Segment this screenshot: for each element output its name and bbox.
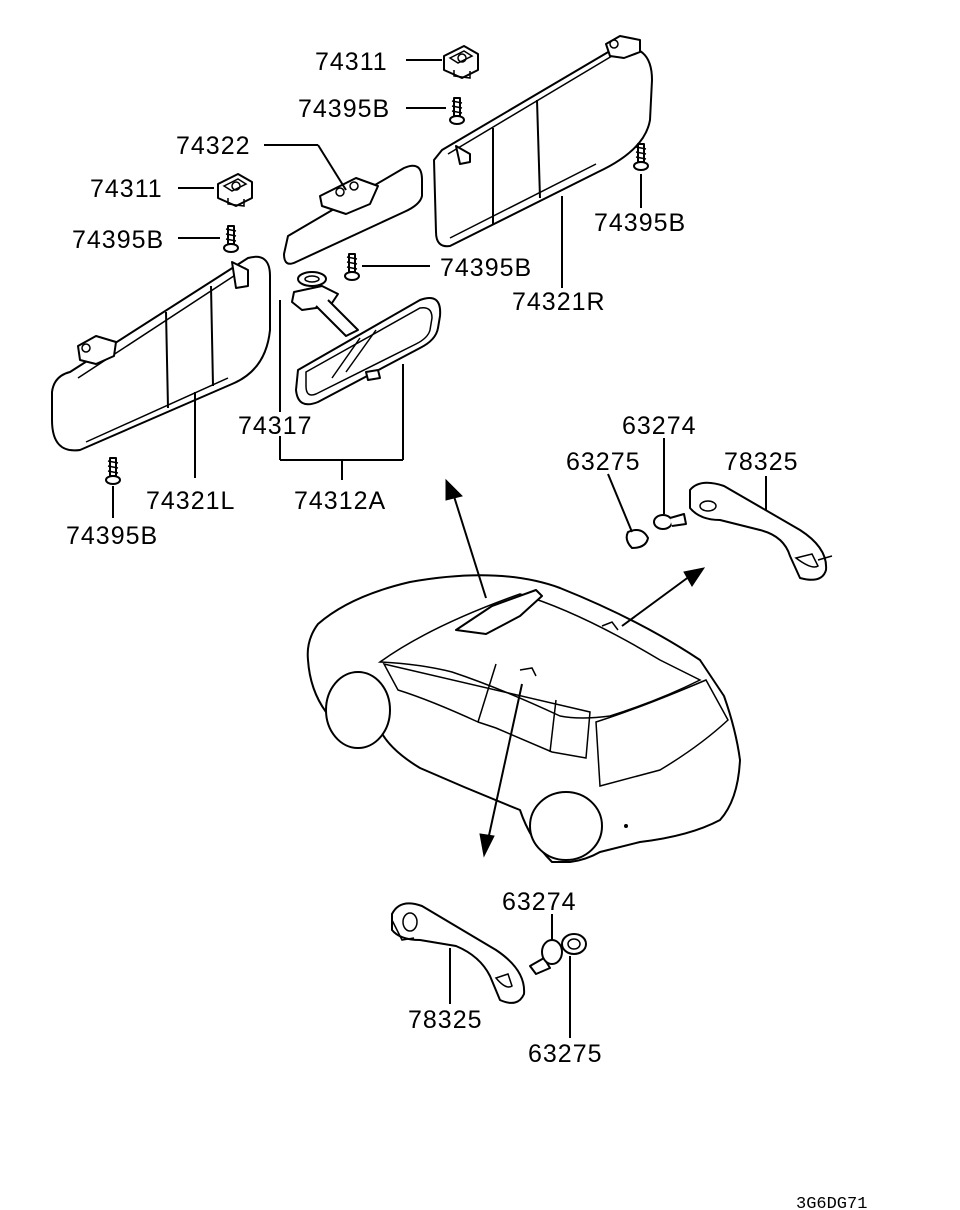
label-mirror-base: 74317 (238, 412, 313, 440)
label-left-screw-upper: 74395B (72, 226, 164, 254)
leader-lines-front (449, 914, 571, 1038)
screw-left-lower (105, 457, 121, 485)
screw-left-upper (223, 225, 239, 253)
sun-visor-left (51, 255, 271, 452)
sunvisor-holder (283, 164, 423, 265)
label-mirror-screw: 74395B (440, 254, 532, 282)
label-mirror-assy: 74312A (294, 487, 386, 515)
sunvisor-clip-left (217, 173, 253, 207)
screw-top (449, 97, 465, 125)
sunvisor-clip-top (443, 45, 479, 79)
label-top-clip: 74311 (315, 48, 388, 76)
sun-visor-right (433, 35, 653, 248)
label-front-grip: 78325 (408, 1006, 483, 1034)
cap-front (561, 933, 587, 955)
label-left-screw-lower: 74395B (66, 522, 158, 550)
label-front-cap: 63275 (528, 1040, 603, 1068)
label-left-visor: 74321L (146, 487, 235, 515)
bolt-front (529, 939, 563, 975)
assist-grip-front (391, 902, 526, 1004)
leader-lines (112, 59, 642, 518)
screw-right (633, 143, 649, 171)
arrows (445, 478, 706, 858)
screw-mirror (344, 253, 360, 281)
label-top-screw: 74395B (298, 95, 390, 123)
label-right-screw: 74395B (594, 209, 686, 237)
label-holder: 74322 (176, 132, 251, 160)
rear-view-mirror (291, 271, 442, 406)
label-front-bolt: 63274 (502, 888, 577, 916)
label-rear-bolt: 63274 (622, 412, 697, 440)
cap-rear (625, 529, 649, 549)
leader-lines-rear (607, 438, 767, 533)
label-left-clip: 74311 (90, 175, 163, 203)
label-rear-grip: 78325 (724, 448, 799, 476)
assist-grip-rear (689, 481, 833, 581)
vehicle-outline (306, 574, 741, 863)
bolt-rear (653, 513, 687, 530)
drawing-code: 3G6DG71 (796, 1195, 867, 1210)
label-right-visor: 74321R (512, 288, 606, 316)
label-rear-cap: 63275 (566, 448, 641, 476)
